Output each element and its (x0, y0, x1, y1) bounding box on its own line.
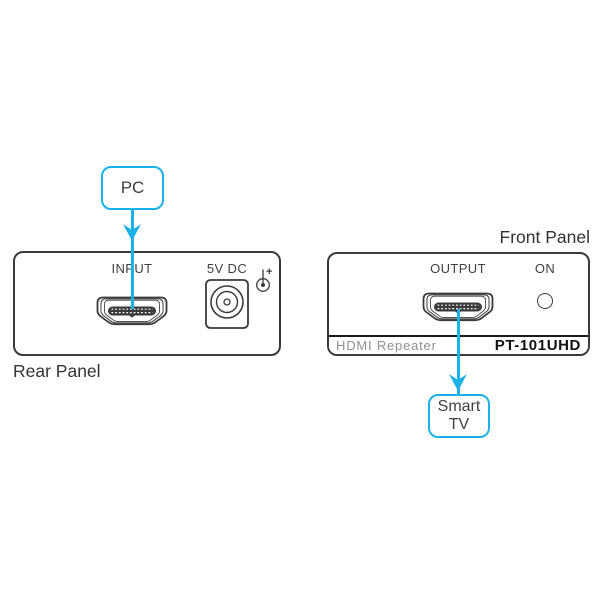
power-led-indicator (537, 293, 553, 309)
down-arrow-icon (449, 374, 467, 391)
output-port-label: OUTPUT (430, 261, 486, 276)
on-led-label: ON (534, 261, 556, 276)
pc-to-input-cable-line (130, 210, 134, 309)
down-arrow-icon (123, 224, 141, 241)
rear-panel-caption: Rear Panel (13, 361, 101, 381)
hdmi-output-port-icon (422, 292, 494, 322)
smart-tv-device-label: Smart TV (437, 397, 481, 433)
center-positive-polarity-icon: + (256, 266, 272, 292)
pc-device-box: PC (101, 166, 164, 210)
svg-text:+: + (266, 266, 272, 278)
pc-device-label: PC (120, 178, 145, 198)
smart-tv-device-box: Smart TV (428, 394, 490, 438)
output-to-tv-cable-line (456, 309, 460, 394)
dc-power-label: 5V DC (206, 261, 248, 276)
model-number-label: PT-101UHD (494, 337, 581, 354)
hdmi-input-port-icon (96, 296, 168, 326)
front-panel-caption: Front Panel (499, 227, 590, 247)
product-type-label: HDMI Repeater (336, 338, 437, 353)
dc-power-jack-icon (205, 279, 249, 329)
